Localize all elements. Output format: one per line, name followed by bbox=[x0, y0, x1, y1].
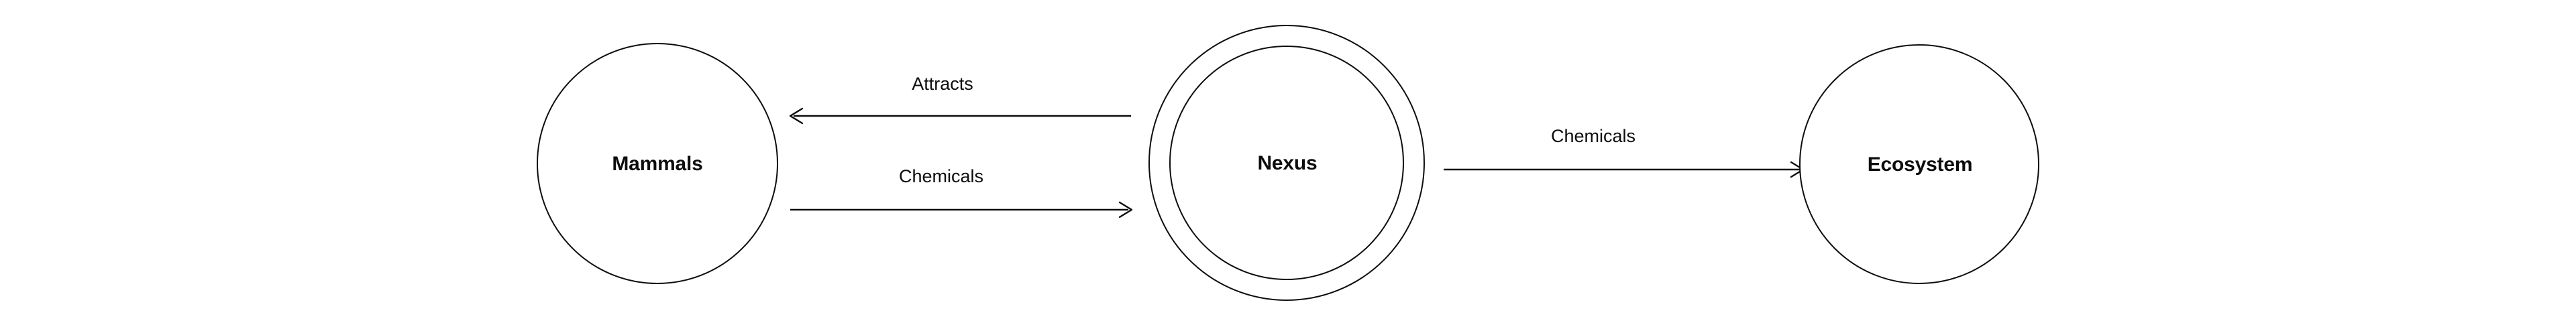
node-mammals-label: Mammals bbox=[612, 153, 702, 175]
edge-label-chemicals-right: Chemicals bbox=[1551, 126, 1635, 146]
node-nexus-inner-circle bbox=[1169, 46, 1404, 280]
edge-nexus-to-mammals[interactable]: Attracts bbox=[789, 74, 1131, 125]
node-ecosystem-label: Ecosystem bbox=[1868, 153, 1973, 176]
node-ecosystem[interactable]: Ecosystem bbox=[1799, 44, 2039, 284]
edge-label-chemicals-left: Chemicals bbox=[899, 166, 983, 186]
node-nexus-label: Nexus bbox=[1257, 152, 1317, 174]
node-ecosystem-circle bbox=[1799, 44, 2039, 284]
arrowhead-right-icon bbox=[1118, 201, 1133, 218]
edge-mammals-to-nexus[interactable]: Chemicals bbox=[790, 166, 1133, 218]
edge-label-attracts: Attracts bbox=[912, 74, 973, 94]
arrowhead-left-icon bbox=[789, 107, 804, 125]
node-mammals[interactable]: Mammals bbox=[537, 43, 778, 284]
node-mammals-circle bbox=[537, 43, 778, 284]
edge-nexus-to-ecosystem[interactable]: Chemicals bbox=[1444, 126, 1805, 178]
node-nexus[interactable]: Nexus bbox=[1148, 25, 1425, 301]
